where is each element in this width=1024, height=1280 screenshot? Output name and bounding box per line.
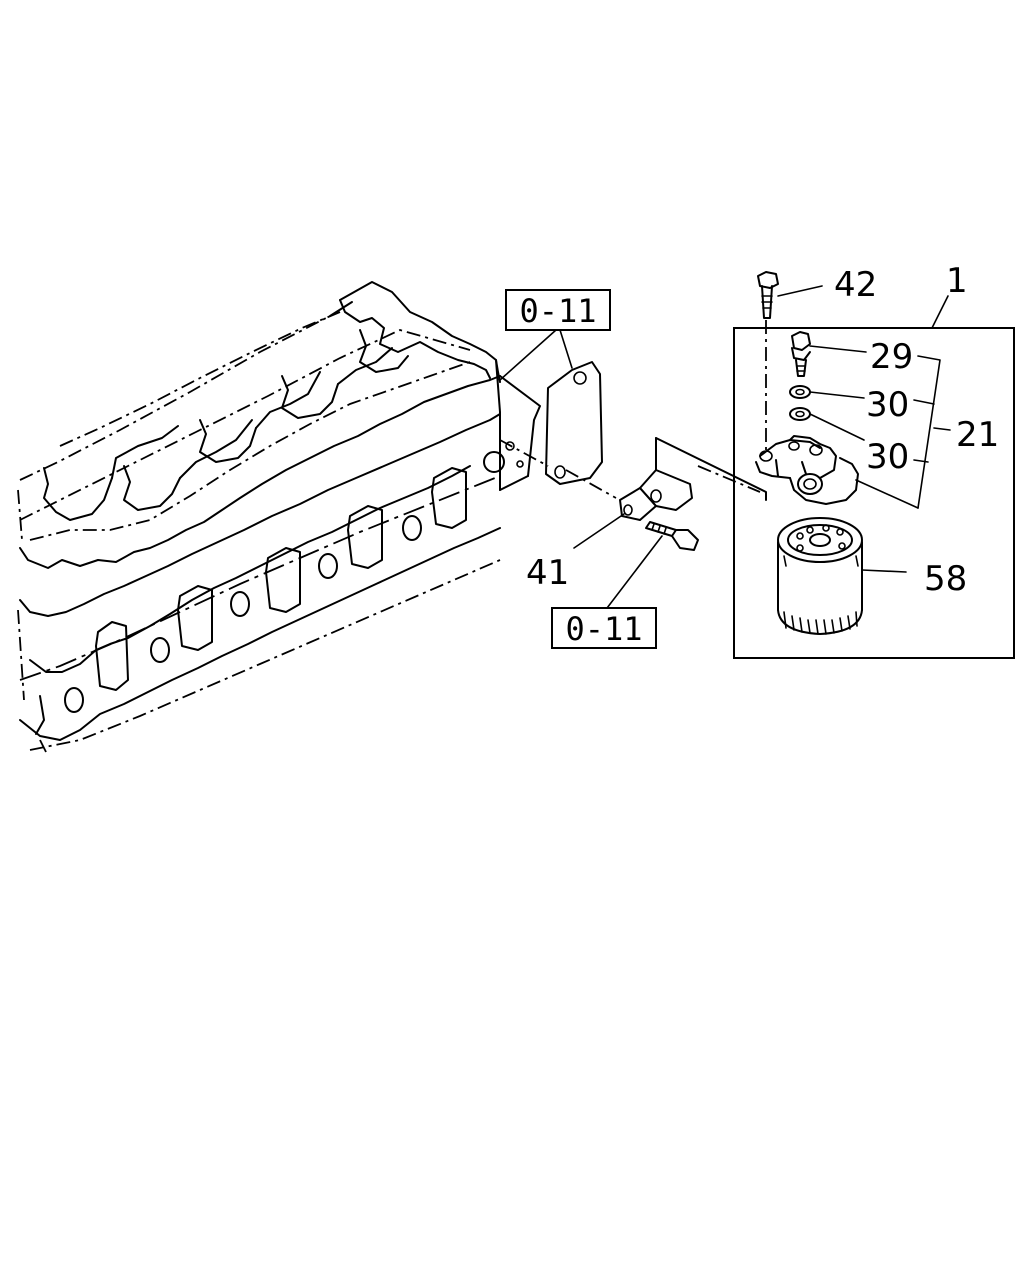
bolt-42: [757, 271, 779, 450]
assembly-1-frame: [733, 327, 1015, 659]
callout-41[interactable]: 41: [526, 553, 569, 593]
leader-lines: [499, 285, 951, 613]
filter-head: [755, 435, 859, 505]
reference-box-bottom[interactable]: 0-11: [551, 607, 657, 649]
adapter-plate: [545, 361, 603, 485]
callout-30-lower[interactable]: 30: [866, 437, 909, 477]
bolt-29: [791, 331, 811, 377]
callout-30-upper[interactable]: 30: [866, 385, 909, 425]
oil-filter-58: [777, 517, 863, 635]
washers-30: [789, 385, 811, 421]
bracket-bolt: [645, 521, 699, 551]
reference-label-top: 0-11: [519, 292, 596, 330]
callout-29[interactable]: 29: [870, 337, 913, 377]
reference-label-bottom: 0-11: [565, 610, 642, 648]
centerline-bracket-to-head: [697, 465, 761, 493]
engine-block: [17, 281, 541, 753]
callout-42[interactable]: 42: [834, 265, 877, 305]
callout-58[interactable]: 58: [924, 559, 967, 599]
mounting-bracket: [619, 437, 767, 521]
centerline-block-to-plate: [499, 439, 549, 467]
callout-21[interactable]: 21: [956, 415, 999, 455]
centerline-plate-to-bracket: [565, 469, 617, 499]
callout-1[interactable]: 1: [946, 261, 968, 301]
reference-box-top[interactable]: 0-11: [505, 289, 611, 331]
